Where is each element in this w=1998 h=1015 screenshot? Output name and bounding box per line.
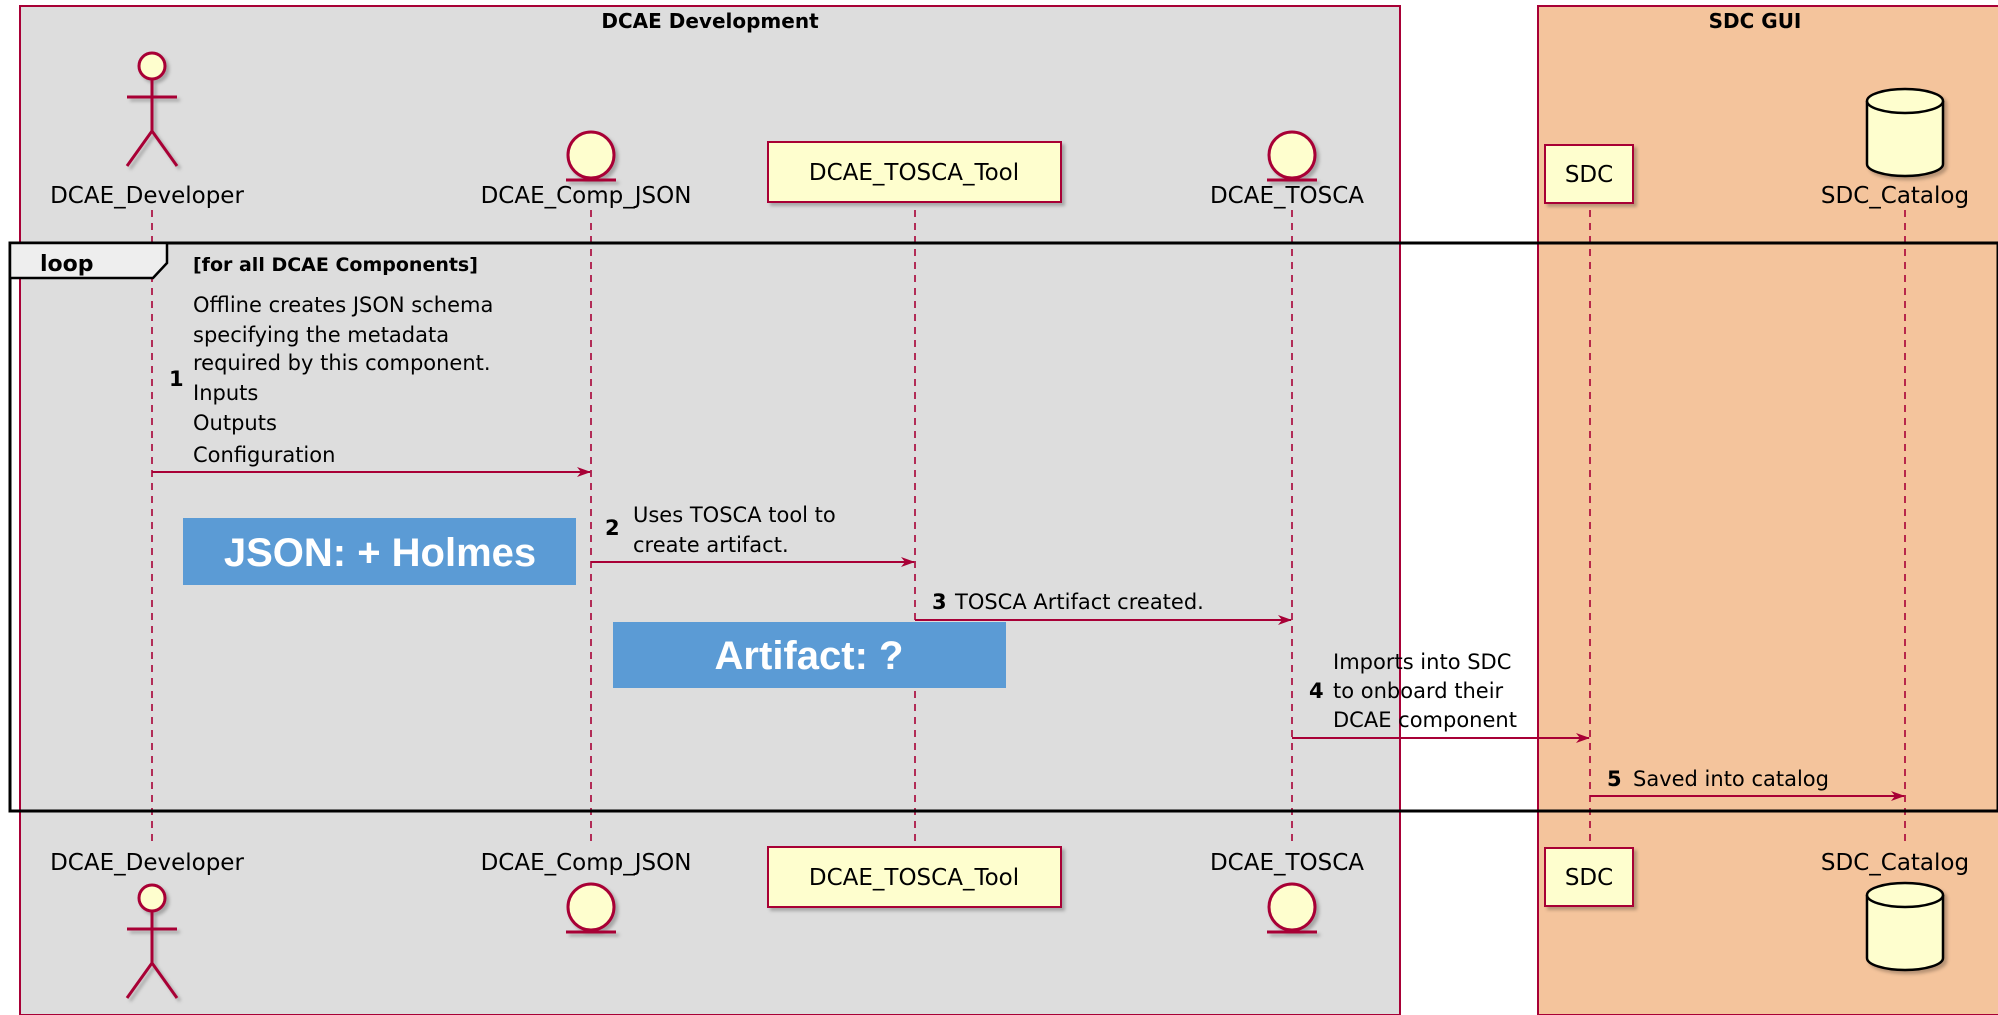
message-number: 1 bbox=[169, 367, 184, 391]
participant-tosca-tool-bottom: DCAE_TOSCA_Tool bbox=[767, 846, 1062, 908]
participant-name: DCAE_Developer bbox=[50, 850, 244, 876]
sdc-box-title: SDC GUI bbox=[1709, 9, 1802, 33]
participant-name: SDC bbox=[1565, 162, 1613, 188]
message-line: Inputs bbox=[193, 381, 258, 405]
participant-name: DCAE_TOSCA bbox=[1210, 183, 1364, 209]
participant-name: DCAE_Comp_JSON bbox=[481, 183, 692, 209]
participant-sdc-top: SDC bbox=[1544, 144, 1634, 204]
message-line: Imports into SDC bbox=[1333, 650, 1511, 674]
participant-name: SDC_Catalog bbox=[1821, 183, 1969, 209]
message-line: create artifact. bbox=[633, 533, 789, 557]
participant-name: DCAE_Comp_JSON bbox=[481, 850, 692, 876]
loop-label: loop bbox=[40, 252, 94, 277]
message-line: required by this component. bbox=[193, 351, 491, 375]
participant-name: DCAE_TOSCA_Tool bbox=[809, 865, 1019, 891]
participant-name: SDC_Catalog bbox=[1821, 850, 1969, 876]
lifelines bbox=[151, 210, 1906, 842]
message-4: 4 Imports into SDC to onboard their DCAE… bbox=[1292, 650, 1590, 743]
participant-comp-json-top: DCAE_Comp_JSON bbox=[481, 130, 692, 209]
participant-tosca-bottom: DCAE_TOSCA bbox=[1210, 850, 1364, 934]
dcae-box-title: DCAE Development bbox=[601, 9, 819, 33]
overlay-text: Artifact: ? bbox=[715, 634, 904, 678]
participant-catalog-bottom: SDC_Catalog bbox=[1821, 850, 1969, 972]
dcae-development-box: DCAE Development bbox=[19, 5, 1401, 1015]
message-line: Uses TOSCA tool to bbox=[633, 503, 836, 527]
message-number: 4 bbox=[1309, 679, 1324, 703]
message-3: 3 TOSCA Artifact created. bbox=[915, 590, 1292, 625]
message-number: 2 bbox=[605, 516, 620, 540]
message-line: Offline creates JSON schema bbox=[193, 293, 493, 317]
message-line: TOSCA Artifact created. bbox=[954, 590, 1204, 614]
message-5: 5 Saved into catalog bbox=[1590, 767, 1905, 801]
participant-name: DCAE_Developer bbox=[50, 183, 244, 209]
participant-tosca-top: DCAE_TOSCA bbox=[1210, 130, 1364, 209]
message-line: specifying the metadata bbox=[193, 323, 449, 347]
participant-name: DCAE_TOSCA bbox=[1210, 850, 1364, 876]
participant-catalog-top: SDC_Catalog bbox=[1821, 87, 1969, 209]
participant-comp-json-bottom: DCAE_Comp_JSON bbox=[481, 850, 692, 934]
message-number: 3 bbox=[932, 590, 947, 614]
message-line: Configuration bbox=[193, 443, 335, 467]
participant-sdc-bottom: SDC bbox=[1544, 847, 1634, 907]
message-2: 2 Uses TOSCA tool to create artifact. bbox=[591, 503, 915, 567]
message-1: 1 Offline creates JSON schema specifying… bbox=[152, 293, 591, 477]
message-line: to onboard their bbox=[1333, 679, 1504, 703]
overlay-text: JSON: + Holmes bbox=[224, 531, 536, 575]
loop-frame: loop [for all DCAE Components] bbox=[8, 241, 1998, 813]
message-line: Saved into catalog bbox=[1633, 767, 1829, 791]
message-line: Outputs bbox=[193, 411, 277, 435]
participant-name: SDC bbox=[1565, 865, 1613, 891]
participant-developer-top: DCAE_Developer bbox=[50, 51, 244, 209]
message-line: DCAE component bbox=[1333, 708, 1517, 732]
participant-name: DCAE_TOSCA_Tool bbox=[809, 160, 1019, 186]
message-number: 5 bbox=[1607, 767, 1622, 791]
json-overlay-label: JSON: + Holmes bbox=[183, 518, 576, 585]
participant-developer-bottom: DCAE_Developer bbox=[50, 850, 244, 999]
artifact-overlay-label: Artifact: ? bbox=[613, 622, 1006, 688]
loop-guard: [for all DCAE Components] bbox=[193, 254, 478, 276]
participant-tosca-tool-top: DCAE_TOSCA_Tool bbox=[767, 141, 1062, 203]
